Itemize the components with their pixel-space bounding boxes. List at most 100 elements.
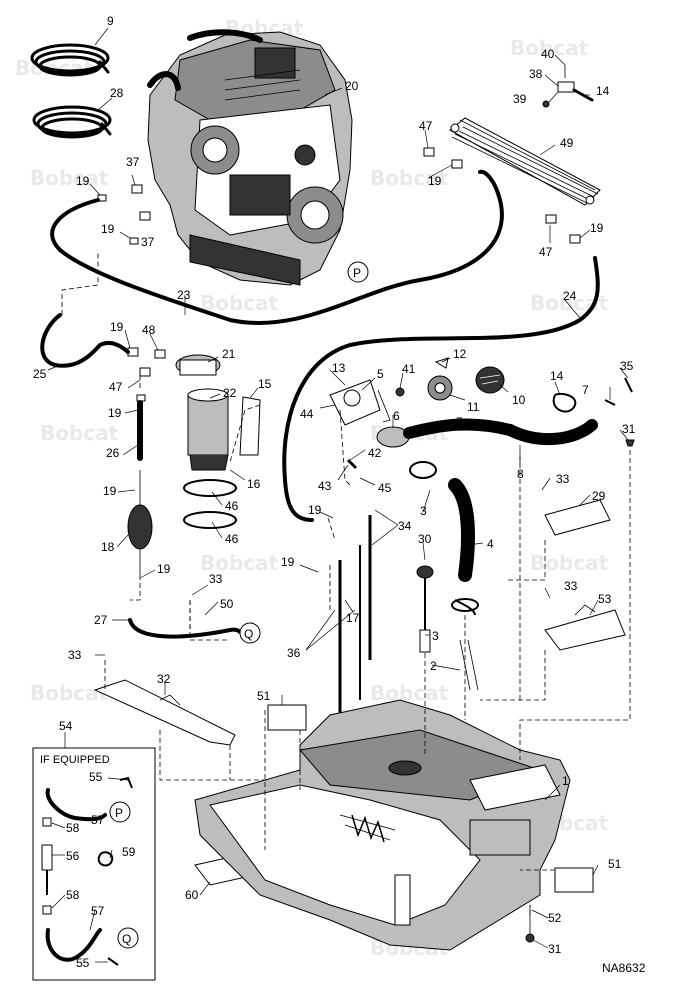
- svg-text:Bobcat: Bobcat: [200, 291, 279, 315]
- callout-8: 8: [517, 467, 524, 481]
- callout-37: 37: [126, 155, 140, 169]
- svg-text:Q: Q: [122, 932, 131, 946]
- callout-33: 33: [209, 572, 223, 586]
- marker-q-inset: Q: [117, 927, 139, 949]
- fitting-cluster-upper: [542, 65, 594, 108]
- callout-12: 12: [453, 347, 467, 361]
- callout-27: 27: [94, 613, 108, 627]
- svg-text:Bobcat: Bobcat: [510, 36, 589, 60]
- callout-45: 45: [378, 481, 392, 495]
- svg-text:Q: Q: [244, 627, 253, 641]
- callout-19: 19: [103, 484, 117, 498]
- callout-19: 19: [108, 406, 122, 420]
- callout-7: 7: [582, 383, 589, 397]
- svg-text:Bobcat: Bobcat: [530, 551, 609, 575]
- callout-53: 53: [598, 592, 612, 606]
- svg-text:Bobcat: Bobcat: [30, 681, 109, 705]
- callout-20: 20: [345, 79, 359, 93]
- callout-43: 43: [318, 479, 332, 493]
- callout-49: 49: [560, 136, 574, 150]
- callout-32: 32: [157, 672, 171, 686]
- watermark: Bobcat: [40, 421, 119, 445]
- callout-58: 58: [66, 888, 80, 902]
- callout-1: 1: [562, 774, 569, 788]
- svg-text:P: P: [115, 806, 123, 820]
- callout-51: 51: [257, 689, 271, 703]
- svg-text:P: P: [353, 266, 361, 280]
- callout-56: 56: [66, 849, 80, 863]
- callout-14: 14: [596, 84, 610, 98]
- marker-p-inset: P: [109, 801, 131, 823]
- callout-35: 35: [620, 359, 634, 373]
- callout-54: 54: [59, 719, 73, 733]
- heat-shields: [544, 499, 626, 651]
- callout-33: 33: [556, 472, 570, 486]
- callout-57: 57: [91, 813, 105, 827]
- callout-19: 19: [428, 174, 442, 188]
- callout-46: 46: [225, 532, 239, 546]
- fuel-filter: [175, 354, 261, 529]
- callout-33: 33: [564, 579, 578, 593]
- svg-text:Bobcat: Bobcat: [200, 551, 279, 575]
- watermark: Bobcat: [15, 56, 94, 80]
- callout-4: 4: [487, 537, 494, 551]
- callout-48: 48: [142, 323, 156, 337]
- watermark: Bobcat: [30, 166, 109, 190]
- marker-q-main: Q: [239, 622, 261, 644]
- hose-coil-9: [30, 43, 110, 77]
- diagram-code: NA8632: [602, 961, 646, 975]
- svg-text:Bobcat: Bobcat: [15, 56, 94, 80]
- callout-19: 19: [281, 555, 295, 569]
- callout-21: 21: [222, 347, 236, 361]
- svg-text:Bobcat: Bobcat: [40, 421, 119, 445]
- callout-9: 9: [107, 14, 114, 28]
- callout-15: 15: [258, 377, 272, 391]
- callout-11: 11: [467, 400, 480, 414]
- watermark: Bobcat: [510, 36, 589, 60]
- callout-10: 10: [512, 393, 526, 407]
- callouts: 9 28 20 37 19 19 37 40 38 39 14 47 49 19…: [33, 14, 636, 970]
- hoses-main: [40, 169, 600, 639]
- callout-leaders: [47, 27, 629, 963]
- watermark: Bobcat: [370, 166, 449, 190]
- mounting-bracket: [93, 679, 236, 746]
- callout-3: 3: [420, 504, 427, 518]
- callout-34: 34: [398, 519, 412, 533]
- callout-19: 19: [110, 320, 124, 334]
- callout-2: 2: [430, 659, 437, 673]
- callout-14: 14: [550, 369, 564, 383]
- callout-25: 25: [33, 367, 47, 381]
- callout-17: 17: [346, 611, 360, 625]
- callout-31: 31: [622, 422, 636, 436]
- callout-30: 30: [418, 532, 432, 546]
- callout-13: 13: [332, 361, 346, 375]
- callout-38: 38: [529, 67, 543, 81]
- callout-60: 60: [185, 888, 199, 902]
- callout-19: 19: [157, 562, 171, 576]
- callout-31: 31: [548, 942, 562, 956]
- callout-24: 24: [563, 289, 577, 303]
- callout-19: 19: [76, 174, 90, 188]
- svg-text:Bobcat: Bobcat: [370, 166, 449, 190]
- svg-text:Bobcat: Bobcat: [30, 166, 109, 190]
- callout-36: 36: [287, 646, 301, 660]
- marker-p-main: P: [347, 261, 369, 283]
- callout-19: 19: [101, 222, 115, 236]
- callout-55: 55: [89, 770, 103, 784]
- callout-39: 39: [513, 92, 527, 106]
- callout-51: 51: [608, 857, 622, 871]
- callout-3: 3: [432, 629, 439, 643]
- callout-44: 44: [300, 407, 314, 421]
- callout-16: 16: [247, 477, 261, 491]
- callout-50: 50: [220, 597, 234, 611]
- watermark: Bobcat: [370, 681, 449, 705]
- callout-33: 33: [68, 648, 82, 662]
- callout-29: 29: [592, 489, 606, 503]
- callout-59: 59: [122, 845, 136, 859]
- callout-47: 47: [539, 245, 553, 259]
- fuel-sender: [416, 565, 479, 691]
- callout-58: 58: [66, 821, 80, 835]
- callout-6: 6: [393, 409, 400, 423]
- callout-26: 26: [106, 446, 120, 460]
